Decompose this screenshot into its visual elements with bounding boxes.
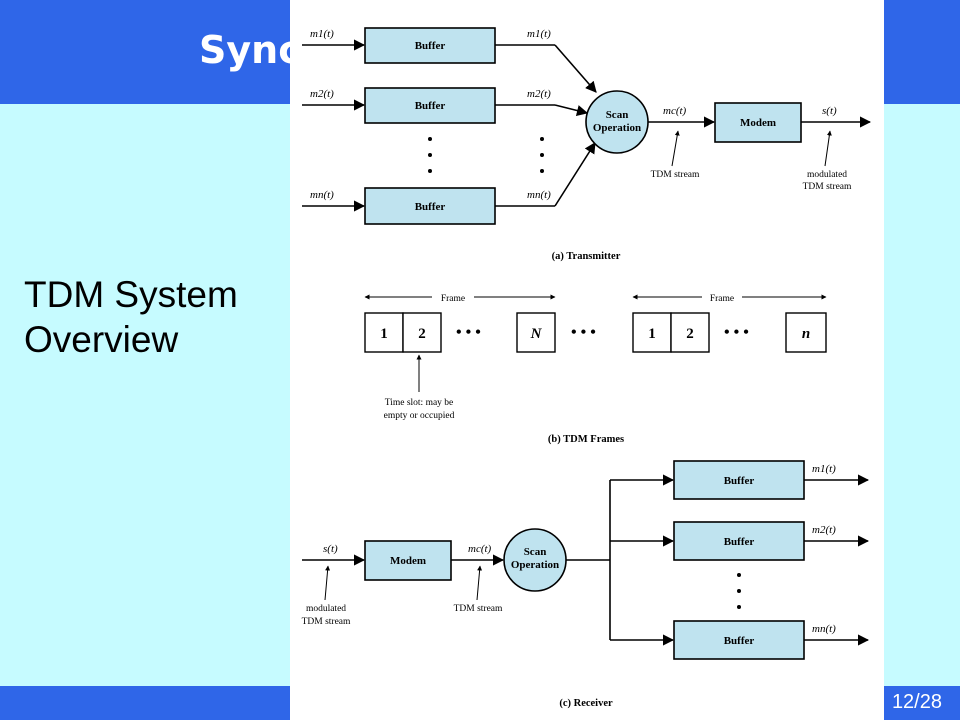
tx-tdm-stream-label: TDM stream [651,170,700,180]
between-frames-ellipsis: ••• [571,324,600,341]
tdm-diagram-svg: m1(t) Buffer m1(t) m2(t) Buffer m2(t) mn… [302,27,872,709]
tx-output-label-n: mn(t) [527,189,551,201]
tx-output-label-1: m1(t) [527,28,551,40]
body-line-1: TDM System [24,274,238,315]
tx-modulated-pointer [824,130,832,167]
frame-1-slot-1-label: 1 [380,326,388,342]
frame-1-slot-2 [402,312,442,353]
tx-input-label-2: m2(t) [310,88,334,100]
rx-buffer-n [673,620,805,660]
rx-input-label: s(t) [323,543,338,555]
tdm-figure: m1(t) Buffer m1(t) m2(t) Buffer m2(t) mn… [290,0,884,720]
slide-title: Sync [199,28,301,72]
tx-buffer-1 [364,27,496,64]
tx-buffer-2-label: Buffer [415,100,446,112]
frame-1-label: Frame [441,294,465,304]
rx-caption: (c) Receiver [559,698,613,709]
rx-tdm-stream-label: TDM stream [454,604,503,614]
rx-modem-label: Modem [390,555,426,567]
rx-buffer-1 [673,460,805,500]
rx-scan-label-2: Operation [511,559,559,571]
frame-1-slot-2-label: 2 [418,326,426,342]
tx-buffer-n-label: Buffer [415,201,446,213]
receiver-section: s(t) Modem mc(t) Scan Operation modulate… [302,460,870,709]
tx-output-signal-label: s(t) [822,105,837,117]
tx-input-label-1: m1(t) [310,28,334,40]
tx-to-scan-arrow-n [554,142,596,207]
rx-modulated-label-2: TDM stream [302,617,351,627]
tx-input-label-n: mn(t) [310,189,334,201]
body-line-2: Overview [24,319,179,360]
tx-to-scan-arrow-2 [554,104,589,116]
timeslot-label-1: Time slot: may be [385,398,454,408]
tx-to-scan-arrow-1 [554,44,597,93]
frame-2-label: Frame [710,294,734,304]
tx-buffer-2 [364,87,496,124]
tx-modulated-label-2: TDM stream [803,182,852,192]
tx-mc-label: mc(t) [663,105,687,117]
frame-1-ellipsis: ••• [456,324,485,341]
frame-1-slot-1 [364,312,404,353]
transmitter-section: m1(t) Buffer m1(t) m2(t) Buffer m2(t) mn… [302,27,872,262]
frames-section: Frame Frame 1 2 ••• N ••• 1 2 ••• n Time… [364,294,827,445]
rx-buffer-1-label: Buffer [724,475,755,487]
slide-body: TDM System Overview [24,272,238,362]
frame-1-slot-n-label: N [530,326,543,342]
tx-buffer-ellipsis [428,137,544,173]
tx-modulated-label-1: modulated [807,170,847,180]
rx-mc-label: mc(t) [468,543,492,555]
rx-buffer-n-label: Buffer [724,635,755,647]
rx-output-label-1: m1(t) [812,463,836,475]
timeslot-label-2: empty or occupied [384,411,455,421]
rx-scan-label-1: Scan [524,546,547,558]
frame-2-slot-n-label: n [802,326,810,342]
tx-modem-label: Modem [740,117,776,129]
frame-2-slot-2-label: 2 [686,326,694,342]
frame-2-slot-1 [632,312,672,353]
frames-caption: (b) TDM Frames [548,434,624,445]
frame-2-slot-2 [670,312,710,353]
rx-output-label-n: mn(t) [812,623,836,635]
tx-buffer-1-label: Buffer [415,40,446,52]
tx-caption: (a) Transmitter [552,251,621,262]
rx-modem [364,540,452,581]
rx-tdm-stream-pointer [476,565,483,601]
rx-buffer-ellipsis [737,573,741,609]
frame-2-ellipsis: ••• [724,324,753,341]
tx-tdm-stream-pointer [671,130,680,167]
rx-output-label-2: m2(t) [812,524,836,536]
frame-2-slot-n [785,312,827,353]
frame-2-slot-1-label: 1 [648,326,656,342]
page-number: 12/28 [891,691,942,713]
tx-scan-label-2: Operation [593,122,641,134]
tx-scan-label-1: Scan [606,109,629,121]
rx-buffer-2-label: Buffer [724,536,755,548]
rx-modulated-pointer [324,565,331,601]
frame-1-slot-n [516,312,556,353]
rx-modulated-label-1: modulated [306,604,346,614]
tx-output-label-2: m2(t) [527,88,551,100]
